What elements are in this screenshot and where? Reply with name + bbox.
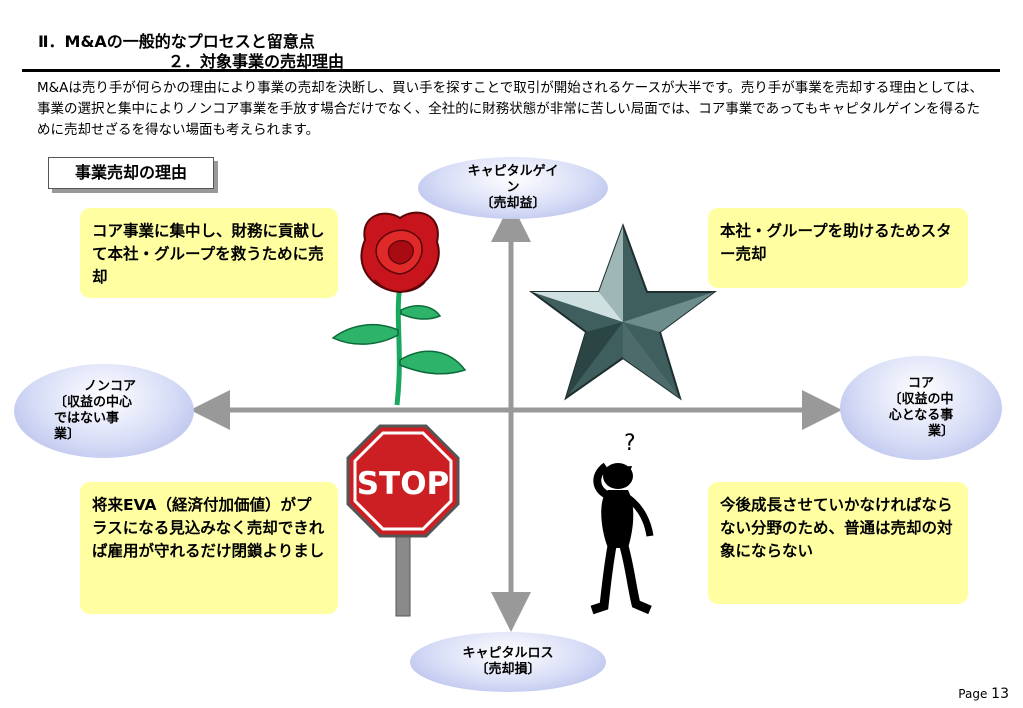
note-top-left: コア事業に集中し、財務に貢献して本社・グループを救うために売却: [80, 208, 338, 298]
axis-label-capital-gain: キャピタルゲイ ン 〔売却益〕: [418, 157, 608, 219]
intro-paragraph: M&Aは売り手が何らかの理由により事業の売却を決断し、買い手を探すことで取引が開…: [37, 80, 984, 138]
rose-icon: [331, 211, 467, 406]
axis-label-non-core: ノンコア 〔収益の中心 ではない事 業〕: [14, 364, 194, 458]
page-number: Page 13: [958, 686, 1009, 702]
note-bottom-right: 今後成長させていかなければならない分野のため、普通は売却の対象にならない: [708, 482, 968, 604]
axis-label-capital-loss: キャピタルロス 〔売却損〕: [410, 632, 606, 692]
note-bottom-left: 将来EVA（経済付加価値）がプラスになる見込みなく売却できれば雇用が守れるだけ閉…: [80, 482, 338, 614]
page-title: Ⅱ．M&Aの一般的なプロセスと留意点: [38, 32, 315, 51]
section-label: 事業売却の理由: [48, 157, 214, 189]
header-rule: [22, 69, 1000, 72]
stop-sign-text: STOP: [357, 466, 450, 502]
page-subtitle: ２．対象事業の売却理由: [168, 52, 345, 71]
stop-sign-icon: STOP: [346, 424, 460, 617]
question-mark: ?: [624, 431, 636, 456]
note-top-right: 本社・グループを助けるためスター売却: [708, 208, 968, 288]
axis-label-core: コア 〔収益の中 心となる事 業〕: [840, 356, 1002, 460]
thinking-person-icon: ?: [590, 431, 654, 615]
star-icon: [528, 223, 718, 401]
